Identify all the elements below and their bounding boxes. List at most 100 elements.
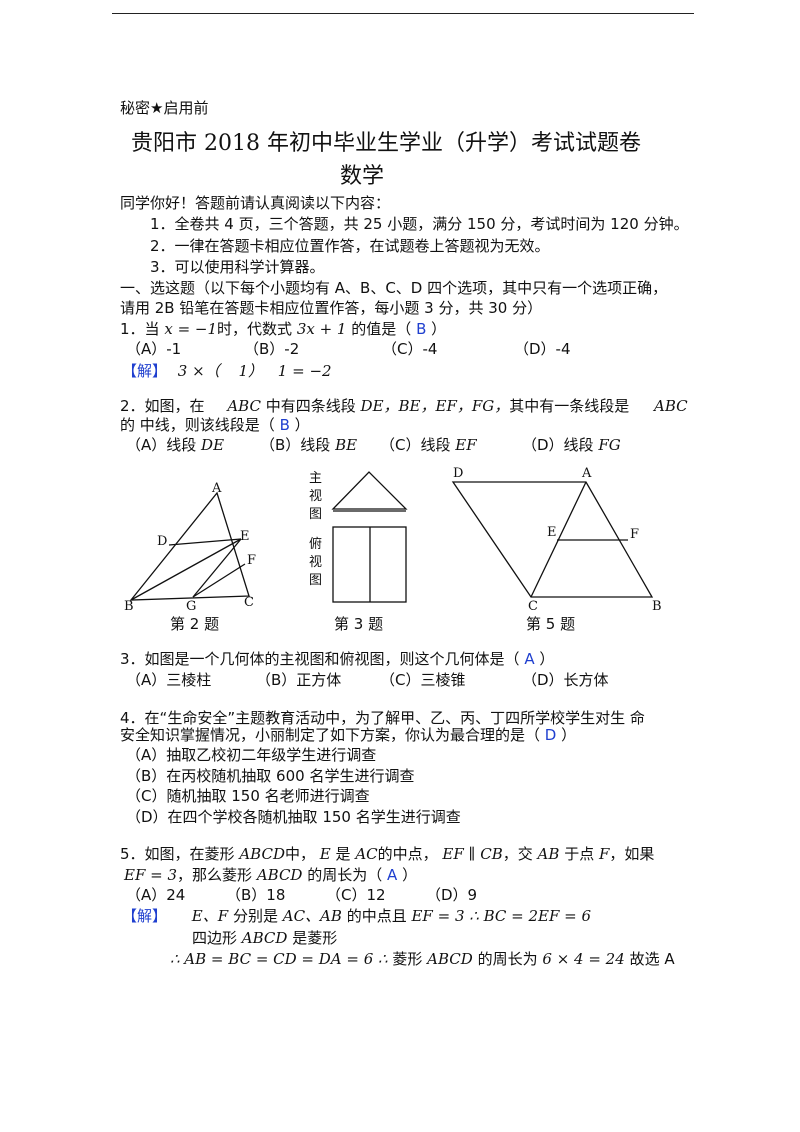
fig2-label-a: A [211, 481, 222, 496]
q5-sol-2b: ABCD [241, 929, 288, 947]
q2-option-d: （D）线段 FG [522, 434, 621, 455]
q2-option-c-text: （C）线段 [380, 436, 451, 454]
fig5-caption: 第 5 题 [526, 615, 576, 633]
fig3-main-view-triangle [331, 471, 408, 510]
q2-option-a: （A）线段 DE [126, 434, 224, 455]
fig2-label-b: B [124, 599, 134, 614]
q5-sol-1e: EF = 3 ∴ BC = 2EF = 6 [411, 907, 592, 925]
q5-math-6: F [598, 845, 610, 863]
figures-area: A D E F B G C 主 视 图 俯 视 图 D A E F C B [124, 466, 662, 614]
q3-text: 如图是一个几何体的主视图和俯视图，则这个几何体是（ [144, 650, 520, 668]
q5-sol-3f: 故选 A [629, 950, 675, 968]
question-1: 1．当 x = −1时，代数式 3x + 1 的值是（ B ） [120, 318, 446, 339]
intro-greeting: 同学你好！答题前请认真阅读以下内容： [120, 194, 391, 212]
fig3-main-char-2: 视 [309, 489, 322, 504]
q2-option-b-text: （B）线段 [260, 436, 331, 454]
q2-text-b: 中有四条线段 [265, 397, 356, 415]
q1-number: 1． [120, 320, 145, 338]
q4-option-c: （C）随机抽取 150 名老师进行调查 [126, 787, 370, 805]
q2-text-c: 其中有一条线段是 [509, 397, 630, 415]
q1-option-b: （B）-2 [244, 340, 300, 358]
q5-math-1: ABCD [239, 845, 285, 863]
q1-sol-c: 1 = −2 [277, 362, 332, 380]
fig2-label-c: C [244, 595, 254, 610]
q4-number: 4． [120, 709, 145, 727]
fig2-segment-be [130, 538, 242, 601]
q2-option-b-math: BE [335, 436, 358, 454]
intro-rule-3: 3．可以使用科学计算器。 [150, 258, 325, 276]
q1-text-b: 时，代数式 [217, 320, 293, 338]
q5-sol-3e: 6 × 4 = 24 [542, 950, 625, 968]
fig3-top-char-2: 视 [309, 555, 322, 570]
fig2-label-f: F [247, 553, 256, 568]
q1-text-a: 当 [144, 320, 160, 338]
q2-text-a: 如图，在 [144, 397, 205, 415]
fig3-main-char-3: 图 [309, 507, 322, 522]
q1-sol-a: 3 ×（ [177, 362, 220, 380]
q4-close: ） [561, 726, 577, 744]
figure-3 [331, 471, 408, 603]
q3-option-c: （C）三棱锥 [380, 671, 466, 689]
q2-triangle-2: ABC [654, 397, 688, 415]
q3-option-d: （D）长方体 [522, 671, 609, 689]
question-5-line-2: EF = 3，那么菱形 ABCD 的周长为（ A ） [124, 864, 417, 885]
q5-sol-3d: 的周长为 [477, 950, 538, 968]
q2-option-d-math: FG [598, 436, 621, 454]
q5-text-5: ，交 [502, 845, 533, 863]
question-5-line-1: 5．如图，在菱形 ABCD中， E 是 AC的中点， EF ∥ CB，交 AB … [120, 843, 654, 864]
q5-text-2: 中， [284, 845, 315, 863]
q5-text-9: 的周长为（ [307, 866, 383, 884]
q4-option-a: （A）抽取乙校初二年级学生进行调查 [126, 746, 377, 764]
q1-text-c: 的值是（ [351, 320, 412, 338]
q5-text-6: 于点 [564, 845, 595, 863]
question-4-line-2: 安全知识掌握情况，小丽制定了如下方案，你认为最合理的是（ D ） [120, 724, 576, 745]
q4-answer: D [544, 726, 557, 744]
q5-option-d: （D）9 [426, 886, 478, 904]
q1-sol-b: 1） [238, 362, 264, 380]
q5-math-8: ABCD [256, 866, 303, 884]
q1-jie-label: 【解】 [122, 362, 168, 380]
q5-sol-2a: 四边形 [192, 929, 238, 947]
question-2-line-2: 的 中线，则该线段是（ B ） [120, 414, 310, 435]
q5-sol-1b: 分别是 [232, 907, 278, 925]
q2-option-a-math: DE [201, 436, 225, 454]
q1-option-a: （A）-1 [126, 340, 182, 358]
q3-option-a: （A）三棱柱 [126, 671, 212, 689]
secret-label: 秘密★启用前 [120, 99, 209, 117]
q5-text-4: 的中点， [377, 845, 438, 863]
q2-line-2a: 的 中线，则该线段是（ [120, 416, 275, 434]
q1-option-c: （C）-4 [382, 340, 438, 358]
q3-answer: A [524, 650, 535, 668]
fig2-label-g: G [186, 599, 196, 614]
fig2-segment-eg [192, 538, 242, 598]
q5-option-c: （C）12 [326, 886, 386, 904]
q2-close: ） [294, 416, 310, 434]
q2-number: 2． [120, 397, 145, 415]
fig2-label-d: D [157, 534, 167, 549]
top-rule [112, 13, 694, 14]
q5-option-a: （A）24 [126, 886, 186, 904]
q5-solution-line-3: ∴ AB = BC = CD = DA = 6 ∴ 菱形 ABCD 的周长为 6… [170, 948, 675, 969]
q1-solution: 【解】 3 ×（ 1） 1 = −2 [122, 360, 332, 381]
q1-answer: B [416, 320, 427, 338]
figure-2 [129, 491, 250, 601]
figure-2-labels: A D E F B G C [124, 481, 256, 614]
q3-number: 3． [120, 650, 145, 668]
q3-option-b: （B）正方体 [256, 671, 342, 689]
q2-answer: B [279, 416, 290, 434]
q2-option-d-text: （D）线段 [522, 436, 594, 454]
q4-line-1: 在“生命安全”主题教育活动中，为了解甲、乙、丙、丁四所学校学生对生 命 [144, 709, 645, 727]
question-3: 3．如图是一个几何体的主视图和俯视图，则这个几何体是（ A ） [120, 648, 554, 669]
figure-5 [451, 481, 654, 598]
figure-5-labels: D A E F C B [453, 466, 662, 614]
q5-math-5: AB [537, 845, 560, 863]
intro-rule-2: 2．一律在答题卡相应位置作答，在试题卷上答题视为无效。 [150, 237, 550, 255]
q1-close: ） [431, 320, 447, 338]
fig5-label-e: E [547, 525, 557, 540]
q2-option-b: （B）线段 BE [260, 434, 357, 455]
q5-text-8: ，那么菱形 [177, 866, 253, 884]
fig5-label-f: F [630, 527, 639, 542]
q3-close: ） [539, 650, 555, 668]
q1-option-d: （D）-4 [514, 340, 571, 358]
q2-option-c-math: EF [455, 436, 477, 454]
